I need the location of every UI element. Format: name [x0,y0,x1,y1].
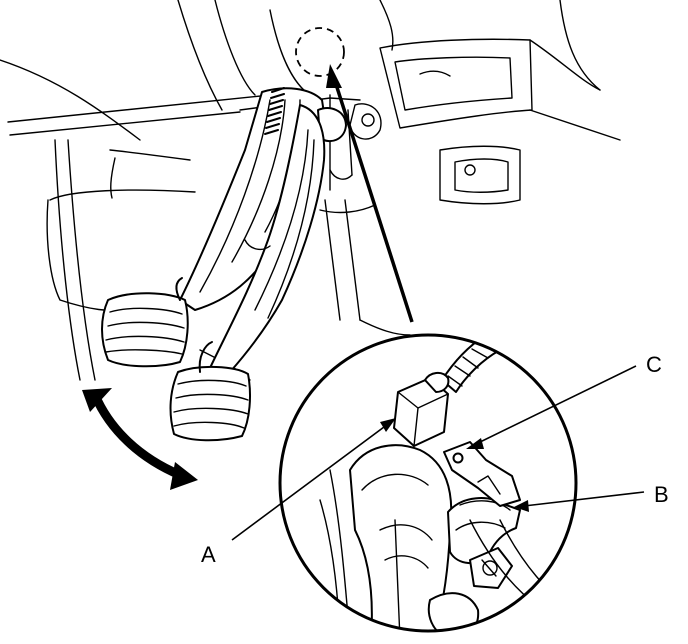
callout-label-c: C [646,352,662,377]
detail-magnified-view [278,333,578,633]
detail-leader-line [326,64,414,323]
callout-label-a: A [201,542,216,567]
clutch-pedal [169,104,326,442]
switch-location-marker [295,27,345,77]
vehicle-body-background [0,0,621,381]
pedal-travel-arrow [82,388,198,490]
callout-leaders [231,365,645,541]
callout-label-b: B [654,482,669,507]
